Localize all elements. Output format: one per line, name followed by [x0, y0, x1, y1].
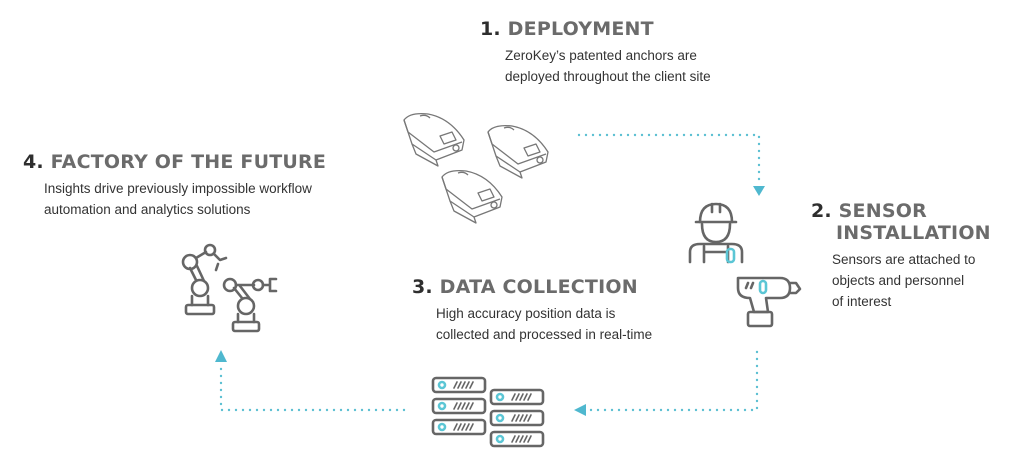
drill-icon [736, 276, 802, 328]
step-title: 4. FACTORY OF THE FUTURE [23, 151, 327, 173]
step-title: 3. DATA COLLECTION [412, 276, 638, 298]
robot-arms-icon [181, 243, 278, 333]
step-description: Insights drive previously impossible wor… [44, 181, 312, 217]
arrow-sensor-to-data [574, 350, 759, 416]
step-title-line2: INSTALLATION [836, 222, 991, 244]
step-title: 1. DEPLOYMENT [480, 18, 654, 40]
step-title: 2. SENSOR [811, 200, 927, 222]
step-deployment: 1. DEPLOYMENT ZeroKey’s patented anchors… [480, 18, 711, 87]
step-description: ZeroKey’s patented anchors are deployed … [505, 48, 711, 84]
server-stack-icon [431, 376, 545, 448]
step-data-collection: 3. DATA COLLECTION High accuracy positio… [412, 276, 652, 345]
step-sensor-installation: 2. SENSOR INSTALLATION Sensors are attac… [811, 200, 991, 312]
anchor-devices-icon [403, 112, 549, 224]
arrow-data-to-factory [215, 350, 406, 412]
arrow-deployment-to-sensor [577, 133, 765, 196]
step-description: High accuracy position data is collected… [436, 306, 653, 342]
step-factory-of-the-future: 4. FACTORY OF THE FUTURE Insights drive … [23, 151, 326, 220]
worker-icon [688, 202, 744, 264]
step-description: Sensors are attached to objects and pers… [832, 252, 976, 309]
